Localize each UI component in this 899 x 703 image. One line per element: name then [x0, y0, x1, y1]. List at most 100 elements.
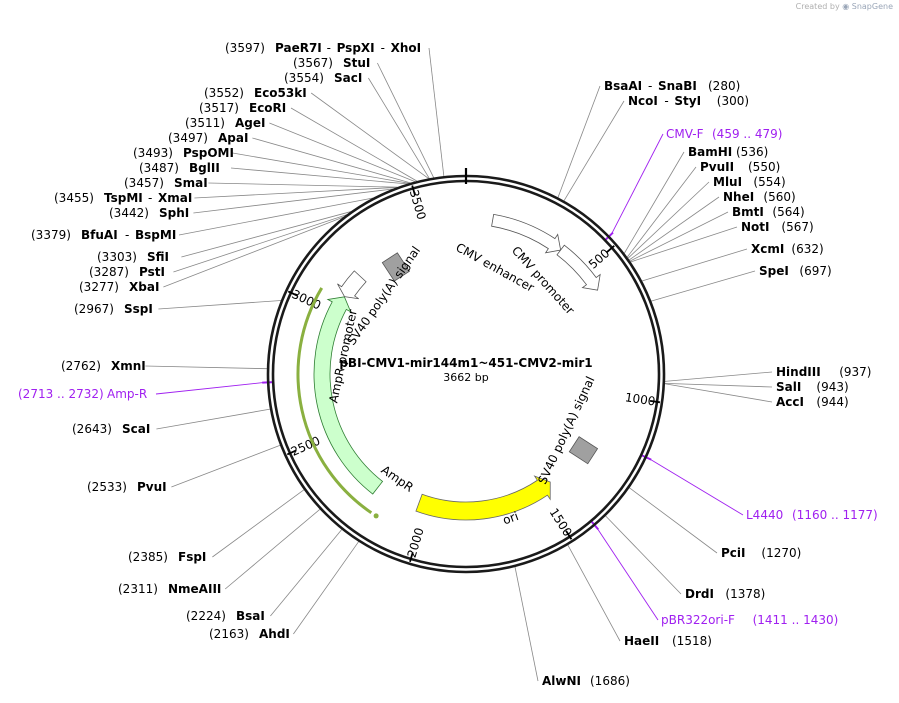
- site-bsai[interactable]: (2224)BsaI: [186, 609, 265, 623]
- primer-name: CMV-F: [666, 127, 704, 141]
- site-ahdi[interactable]: (2163)AhdI: [209, 627, 290, 641]
- site-tspmi[interactable]: (3455)TspMI-XmaI: [54, 191, 192, 205]
- site-position: (1518): [672, 634, 712, 648]
- credit-brand: SnapGene: [851, 2, 893, 11]
- site-acci[interactable]: (944)AccI: [776, 395, 849, 409]
- site-name-2: PspXI: [337, 41, 375, 55]
- site-leader-line: [171, 444, 281, 488]
- tick-label: 3500: [407, 188, 429, 221]
- site-saci[interactable]: (3554)SacI: [284, 71, 362, 85]
- site-drdi[interactable]: (1378)DrdI: [685, 587, 765, 601]
- site-name: MluI: [713, 175, 742, 189]
- ampr-outer-arc: [296, 287, 373, 515]
- site-bsaai[interactable]: (280)BsaAI-SnaBI: [604, 79, 740, 93]
- site-name: PspOMI: [183, 146, 234, 160]
- site-leader-line: [290, 107, 418, 182]
- site-agei[interactable]: (3511)AgeI: [185, 116, 265, 130]
- site-pvuii[interactable]: (550)PvuII: [700, 160, 780, 174]
- site-scai[interactable]: (2643) ScaI: [72, 422, 150, 436]
- site-eco53ki[interactable]: (3552)Eco53kI: [204, 86, 307, 100]
- plasmid-length: 3662 bp: [443, 371, 488, 384]
- site-pcii[interactable]: (1270)PciI: [721, 546, 801, 560]
- site-name: SspI: [124, 302, 153, 316]
- cmv-promoter-arrow: [556, 244, 601, 291]
- site-name: NotI: [741, 220, 770, 234]
- site-bglii[interactable]: (3487)BglII: [139, 161, 220, 175]
- site-position: (280): [708, 79, 740, 93]
- site-spei[interactable]: (697)SpeI: [759, 264, 832, 278]
- site-mlui[interactable]: (554)MluI: [713, 175, 786, 189]
- site-leader-line: [230, 167, 408, 185]
- site-paer7i[interactable]: (3597)PaeR7I-PspXI-XhoI: [225, 41, 421, 55]
- site-name: HindIII: [776, 365, 821, 379]
- site-leader-line: [232, 152, 410, 184]
- site-position: (3552): [204, 86, 244, 100]
- site-haeii[interactable]: (1518)HaeII: [624, 634, 712, 648]
- site-leader-line: [651, 270, 756, 302]
- site-noti[interactable]: (567) NotI: [741, 220, 814, 234]
- site-stui[interactable]: (3567)StuI: [293, 56, 370, 70]
- site-name-2: StyI: [674, 94, 701, 108]
- site-xmni[interactable]: (2762)XmnI: [61, 359, 146, 373]
- site-leader-line: [270, 529, 343, 617]
- site-position: (2224): [186, 609, 226, 623]
- site-pvui[interactable]: (2533)PvuI: [87, 480, 167, 494]
- site-nhei[interactable]: (560)NheI: [723, 190, 796, 204]
- site-sphi[interactable]: (3442)SphI: [109, 206, 189, 220]
- site-separator: -: [148, 191, 152, 205]
- site-psti[interactable]: (3287)PstI: [89, 265, 165, 279]
- site-alwni[interactable]: (1686)AlwNI: [542, 674, 630, 688]
- site-labels: (3597)PaeR7I-PspXI-XhoI(3567)StuI(3554)S…: [18, 41, 878, 688]
- site-leader-line: [173, 214, 347, 273]
- site-xbai[interactable]: (3277)XbaI: [79, 280, 159, 294]
- site-sspi[interactable]: (2967)SspI: [74, 302, 153, 316]
- site-smai[interactable]: (3457)SmaI: [124, 176, 208, 190]
- primer-leader-line: [596, 527, 659, 621]
- primer-pbr322ori-f[interactable]: pBR322ori-F(1411 .. 1430): [661, 613, 838, 627]
- site-name: BfuAI: [81, 228, 118, 242]
- site-name: SacI: [334, 71, 362, 85]
- site-position: (697): [799, 264, 831, 278]
- site-position: (3493): [133, 146, 173, 160]
- site-fspi[interactable]: (2385)FspI: [128, 550, 206, 564]
- primer-l4440[interactable]: L4440(1160 .. 1177): [746, 508, 878, 522]
- site-separator: -: [664, 94, 668, 108]
- site-name: SmaI: [174, 176, 208, 190]
- site-pspomi[interactable]: (3493) PspOMI: [133, 146, 234, 160]
- site-sali[interactable]: (943)SalI: [776, 380, 849, 394]
- primer-leader-line: [649, 458, 744, 516]
- site-name: NmeAIII: [168, 582, 221, 596]
- site-leader-line: [145, 365, 268, 370]
- site-position: (632): [791, 242, 823, 256]
- site-leader-line: [629, 211, 729, 262]
- site-name: XmnI: [111, 359, 146, 373]
- site-bfuai[interactable]: (3379)BfuAI-BspMI: [31, 228, 176, 242]
- site-position: (567): [781, 220, 813, 234]
- site-xcmi[interactable]: (632)XcmI: [751, 242, 824, 256]
- site-leader-line: [428, 47, 445, 177]
- site-position: (2385): [128, 550, 168, 564]
- site-position: (3303): [97, 250, 137, 264]
- snapgene-credit: Created by ◉ SnapGene: [796, 2, 893, 11]
- primer-leader-line: [611, 133, 664, 235]
- site-bmti[interactable]: (564)BmtI: [732, 205, 805, 219]
- site-ncoi[interactable]: (300)NcoI-StyI: [628, 94, 749, 108]
- site-sfii[interactable]: (3303)SfiI: [97, 250, 169, 264]
- site-name: PstI: [139, 265, 165, 279]
- primer-cmv-f[interactable]: CMV-F(459 .. 479): [666, 127, 782, 141]
- site-name: PciI: [721, 546, 746, 560]
- site-leader-line: [626, 166, 697, 258]
- site-name: ScaI: [122, 422, 150, 436]
- site-position: (3487): [139, 161, 179, 175]
- site-bamhi[interactable]: (536)BamHI: [688, 145, 768, 159]
- site-ecori[interactable]: (3517)EcoRI: [199, 101, 286, 115]
- primer-amp-r[interactable]: (2713 .. 2732)Amp-R: [18, 387, 147, 401]
- site-hindiii[interactable]: (937)HindIII: [776, 365, 871, 379]
- site-position: (2643): [72, 422, 112, 436]
- feature-label-ori: ori: [501, 509, 520, 527]
- site-name: DrdI: [685, 587, 714, 601]
- site-leader-line: [664, 382, 773, 388]
- site-apai[interactable]: (3497)ApaI: [168, 131, 248, 145]
- site-position: (2163): [209, 627, 249, 641]
- site-nmeaiii[interactable]: (2311)NmeAIII: [118, 582, 221, 596]
